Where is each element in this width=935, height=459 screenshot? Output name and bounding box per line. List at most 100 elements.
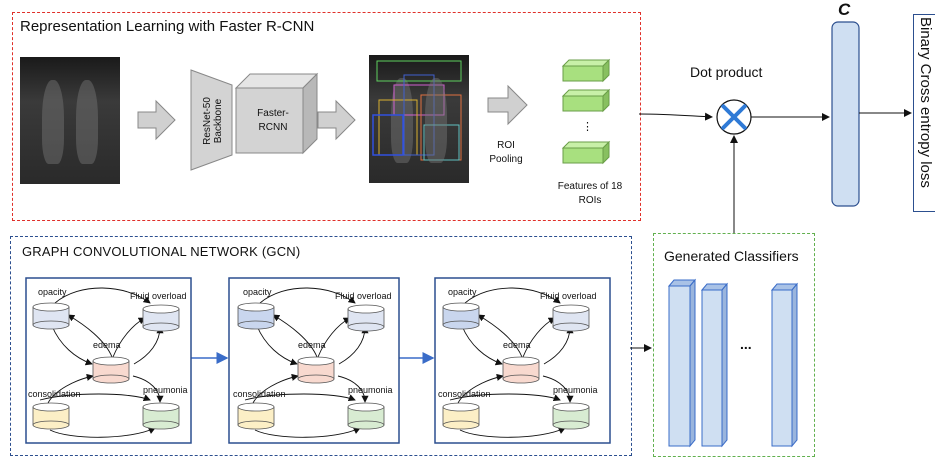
gcn-layer-3 — [434, 277, 611, 444]
gcn-node-fluid — [142, 304, 180, 332]
gray-arrow-1 — [137, 99, 176, 141]
loss-box: Binary Cross entropy loss — [913, 14, 935, 212]
gcn-label-edema-1: edema — [93, 340, 121, 350]
gcn-layer-1 — [25, 277, 192, 444]
gcn-edge-5 — [522, 317, 556, 358]
gcn-label-pneumonia-3: pneumonia — [553, 385, 598, 395]
gcn-label-opacity-2: opacity — [243, 287, 272, 297]
gcn-graph-2 — [237, 287, 385, 438]
gcn-node-fluid — [552, 304, 590, 332]
gray-arrow-3 — [487, 84, 528, 126]
roi-pooling-label-2: Pooling — [489, 154, 523, 165]
gcn-graph-1 — [32, 287, 180, 438]
gcn-label-pneumonia-2: pneumonia — [348, 385, 393, 395]
resnet-backbone-block — [190, 69, 233, 171]
gray-arrow-2 — [317, 99, 356, 141]
gcn-node-fluid — [347, 304, 385, 332]
gcn-edge-3 — [543, 326, 574, 365]
gcn-edge-5 — [317, 317, 351, 358]
gcn-edge-4 — [477, 314, 523, 358]
gcn-edge-6 — [47, 373, 94, 404]
gcn-edge-2 — [51, 325, 93, 366]
gcn-node-consolidation — [442, 402, 480, 430]
classifier-bars — [667, 278, 799, 448]
gcn-node-consolidation — [32, 402, 70, 430]
roi-cube-1 — [561, 58, 611, 83]
chest-xray-input-image — [20, 57, 120, 184]
gcn-graph-3 — [442, 287, 590, 438]
roi-feature-cubes — [561, 58, 611, 165]
gcn-edge-9 — [449, 393, 561, 402]
gcn-layer-2 — [228, 277, 400, 444]
gcn-label-edema-3: edema — [503, 340, 531, 350]
gcn-section — [10, 236, 632, 456]
features-label-1: Features of 18 — [557, 181, 623, 192]
c-label: C — [838, 0, 851, 19]
gcn-edge-8 — [49, 427, 156, 438]
dot-product-icon — [716, 99, 752, 135]
gcn-node-pneumonia — [142, 402, 180, 430]
gcn-edge-2 — [461, 325, 503, 366]
gcn-node-opacity — [442, 302, 480, 330]
classifiers-ellipsis: ... — [740, 336, 752, 352]
gcn-label-consolidation-1: consolidation — [28, 389, 81, 399]
resnet-label-wrap: ResNet-50 Backbone — [196, 82, 226, 162]
faster-rcnn-label-1: Faster- — [257, 108, 289, 119]
generated-classifiers-section — [653, 233, 815, 457]
classifier-bar-2 — [700, 282, 729, 448]
arrow-features-to-dot — [638, 112, 713, 121]
gcn-label-pneumonia-1: pneumonia — [143, 385, 188, 395]
gcn-node-edema — [92, 356, 130, 384]
gcn-node-consolidation — [237, 402, 275, 430]
gcn-node-opacity — [237, 302, 275, 330]
gcn-label-fluid-1: Fluid overload — [130, 291, 187, 301]
gcn-edge-6 — [457, 373, 504, 404]
classifier-bar-3 — [770, 282, 799, 448]
gcn-edge-3 — [338, 326, 369, 365]
gcn-edge-1 — [259, 287, 356, 304]
gcn-edge-8 — [254, 427, 361, 438]
roi-cube-2 — [561, 88, 611, 113]
generated-classifiers-title: Generated Classifiers — [664, 248, 799, 264]
gcn-label-fluid-3: Fluid overload — [540, 291, 597, 301]
gcn-edge-9 — [244, 393, 356, 402]
gcn-edge-5 — [112, 317, 146, 358]
gcn-edge-9 — [39, 393, 151, 402]
faster-rcnn-title: Representation Learning with Faster R-CN… — [20, 18, 315, 35]
gcn-edge-8 — [459, 427, 566, 438]
gcn-edge-6 — [252, 373, 299, 404]
c-output-vector — [831, 21, 860, 207]
gcn-edge-2 — [256, 325, 298, 366]
gcn-label-opacity-3: opacity — [448, 287, 477, 297]
gcn-label-consolidation-2: consolidation — [233, 389, 286, 399]
gcn-label-consolidation-3: consolidation — [438, 389, 491, 399]
faster-rcnn-section — [12, 12, 641, 221]
gcn-edge-4 — [67, 314, 113, 358]
gcn-label-edema-2: edema — [298, 340, 326, 350]
gcn-edge-7 — [337, 375, 369, 403]
faster-rcnn-block — [234, 72, 319, 155]
gcn-edge-1 — [464, 287, 561, 304]
gcn-node-pneumonia — [552, 402, 590, 430]
gcn-edge-4 — [272, 314, 318, 358]
gcn-node-pneumonia — [347, 402, 385, 430]
gcn-title: GRAPH CONVOLUTIONAL NETWORK (GCN) — [22, 244, 301, 259]
classifier-bar-1 — [667, 278, 697, 448]
roi-cube-3 — [561, 140, 611, 165]
gcn-node-edema — [502, 356, 540, 384]
faster-rcnn-label-2: RCNN — [258, 122, 288, 133]
gcn-node-opacity — [32, 302, 70, 330]
roi-ellipsis: ⋮ — [582, 121, 593, 133]
features-label-2: ROIs — [578, 195, 602, 206]
dot-product-label: Dot product — [690, 64, 763, 80]
gcn-edge-7 — [542, 375, 574, 403]
roi-pooling-label-1: ROI — [497, 140, 515, 151]
chest-xray-roi-image — [369, 55, 469, 183]
gcn-edge-3 — [133, 326, 164, 365]
gcn-edge-1 — [54, 287, 151, 304]
loss-label: Binary Cross entropy loss — [917, 17, 934, 188]
resnet-backbone-label: ResNet-50 Backbone — [202, 97, 224, 145]
gcn-label-opacity-1: opacity — [38, 287, 67, 297]
gcn-edge-7 — [132, 375, 164, 403]
